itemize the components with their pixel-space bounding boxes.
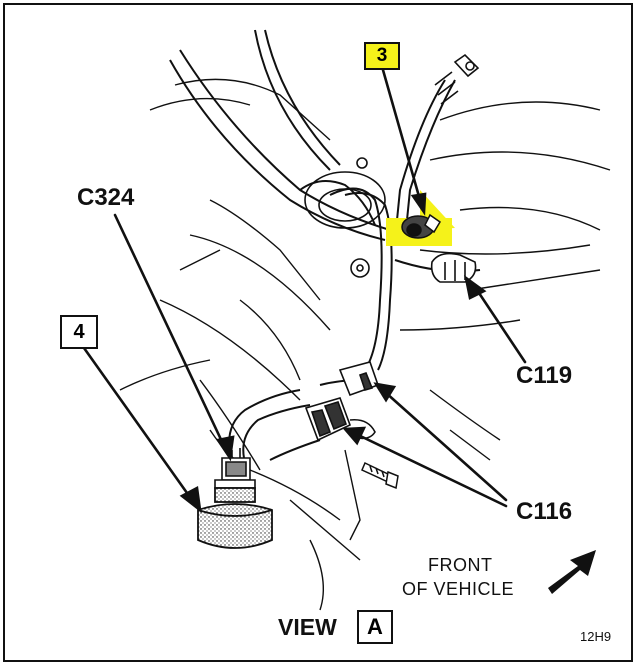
view-label: VIEW <box>278 614 337 640</box>
leader-lines <box>82 68 527 513</box>
wiring-harness <box>169 29 481 461</box>
front-arrow-icon <box>548 550 596 594</box>
view-letter-box: A <box>357 610 393 644</box>
callout-3: 3 <box>364 42 400 70</box>
front-of-vehicle-line2: OF VEHICLE <box>402 579 515 599</box>
view-letter: A <box>367 614 383 639</box>
c116-connectors <box>304 361 380 442</box>
c324-connector <box>214 448 256 489</box>
engine-block-lines <box>119 78 611 611</box>
connector-label-c116: C116 <box>516 498 573 525</box>
bracket <box>304 53 480 278</box>
connector-label-c324: C324 <box>77 184 135 211</box>
front-of-vehicle-line1: FRONT <box>428 555 493 575</box>
callout-4-text: 4 <box>73 320 85 343</box>
item4-sensor <box>197 487 273 549</box>
bolt <box>361 461 399 490</box>
callout-4: 4 <box>60 315 98 349</box>
callout-3-text: 3 <box>376 45 388 66</box>
diagram-frame <box>3 3 633 662</box>
connector-label-c119: C119 <box>516 362 573 389</box>
item3-connector <box>401 213 442 239</box>
figure-code: 12H9 <box>580 629 612 644</box>
c119-connector <box>430 252 477 283</box>
